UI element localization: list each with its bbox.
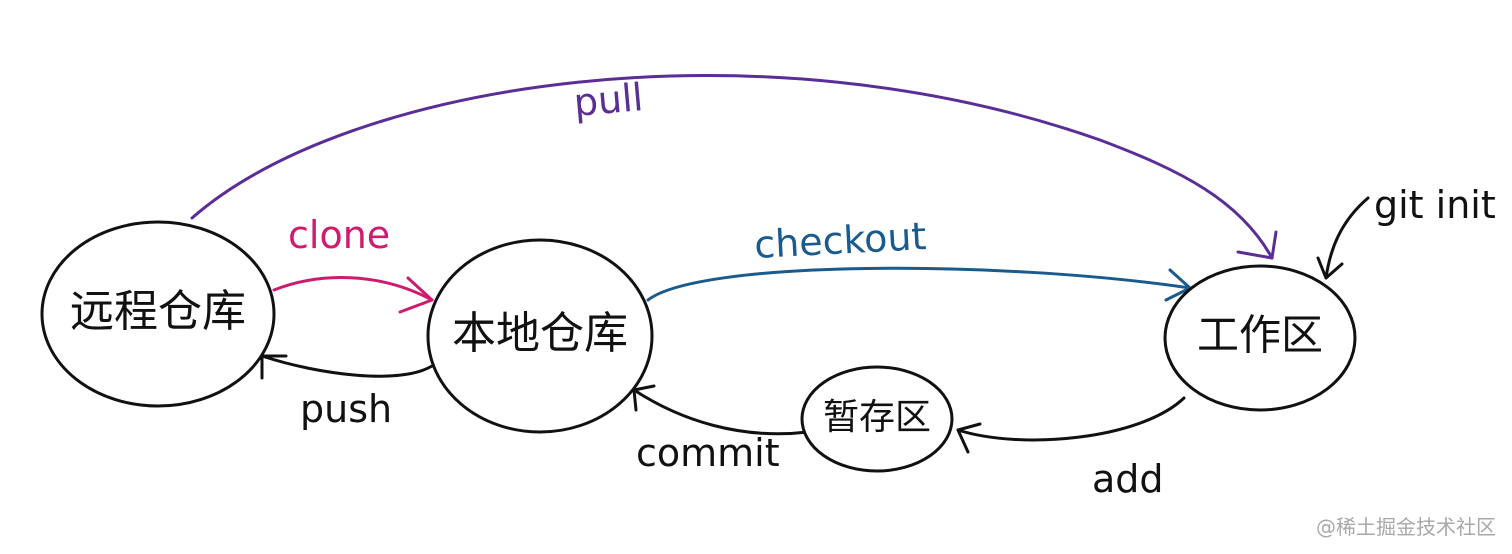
staging-area-node (800, 365, 954, 473)
local-repository-node (426, 238, 654, 434)
git-init-label: git init (1374, 183, 1496, 227)
pull-label: pull (572, 75, 645, 125)
clone-arrowhead (398, 276, 434, 314)
git-init-arrow (1324, 196, 1370, 280)
watermark-text: @稀土掘金技术社区 (1316, 515, 1496, 539)
push-label: push (300, 387, 392, 431)
commit-arrow (632, 388, 810, 436)
remote-repository-label: 远程仓库 (70, 286, 246, 337)
clone-label: clone (288, 213, 390, 257)
git-init-arrowhead (1316, 256, 1344, 280)
clone-arrow (272, 276, 434, 302)
checkout-arrow (646, 266, 1192, 302)
add-arrowhead (956, 422, 982, 454)
checkout-label: checkout (753, 214, 927, 267)
pull-arrowhead (1236, 230, 1278, 260)
add-label: add (1092, 457, 1164, 501)
local-repository-label: 本地仓库 (452, 308, 628, 359)
workspace-label: 工作区 (1197, 311, 1323, 360)
add-arrow (956, 396, 1186, 442)
commit-arrowhead (632, 384, 656, 412)
workspace-node (1163, 264, 1357, 412)
remote-repository-node (40, 220, 276, 408)
push-arrow (260, 354, 434, 378)
pull-arrow (190, 74, 1274, 260)
commit-label: commit (636, 431, 780, 475)
staging-area-label: 暂存区 (823, 397, 931, 438)
